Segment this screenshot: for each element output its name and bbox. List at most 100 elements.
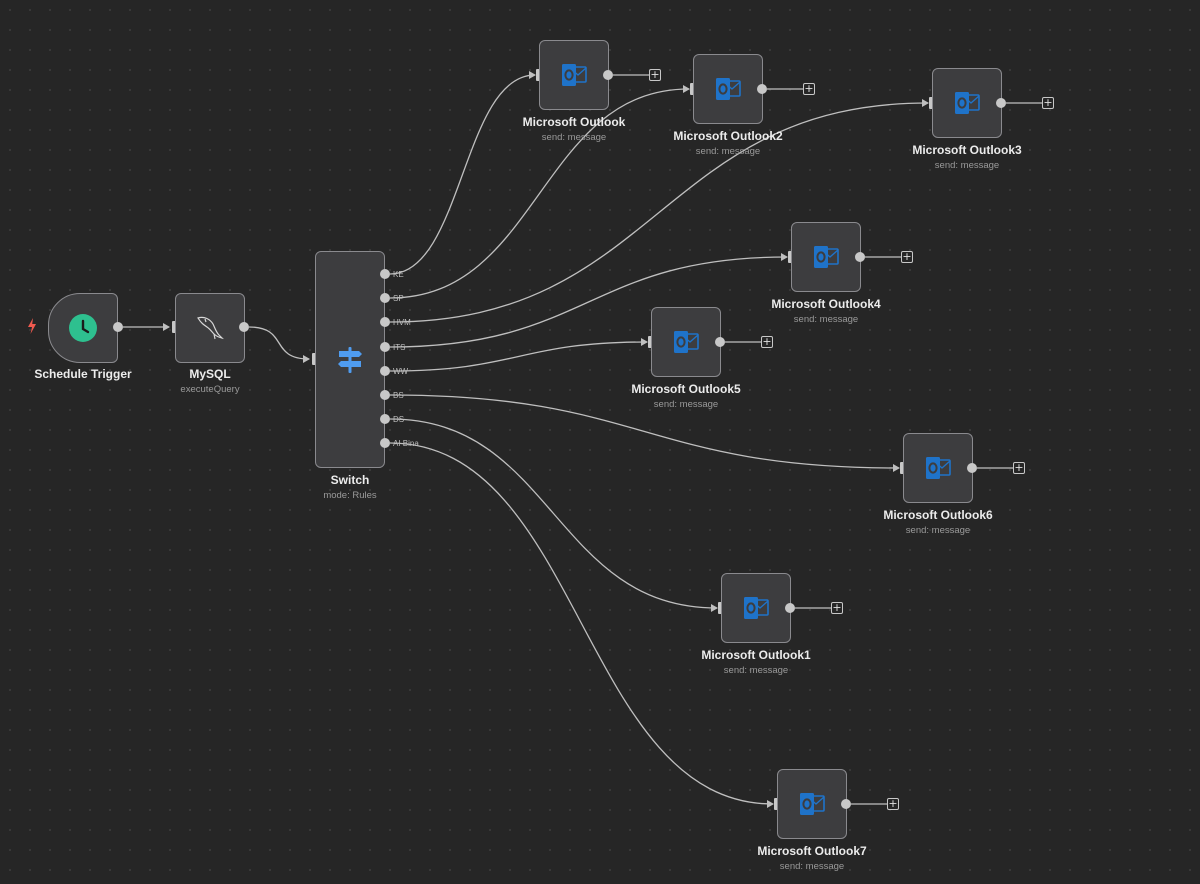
switch-node[interactable] — [315, 251, 385, 468]
edge-switch-to-outlook-8[interactable] — [389, 442, 774, 805]
switch-output-port-ke[interactable] — [380, 269, 390, 279]
outlook-7-label: Microsoft Outlook1 — [701, 648, 811, 662]
outlook-1-add-node-button[interactable]: + — [649, 68, 661, 81]
outlook-4-subtitle: send: message — [793, 314, 859, 325]
switch-output-port-ai-bina[interactable] — [380, 438, 390, 448]
edge-mysql-to-switch[interactable] — [248, 326, 310, 360]
switch-output-port-ds[interactable] — [380, 414, 390, 424]
outlook-icon — [744, 597, 769, 619]
switch-label: Switch — [330, 473, 370, 487]
outlook-5-add-node-button[interactable]: + — [761, 335, 773, 348]
outlook-icon — [926, 457, 951, 479]
edge-arrow-outlook-7 — [711, 604, 718, 612]
outlook-8-output-port[interactable] — [841, 799, 851, 809]
switch-output-port-ww[interactable] — [380, 366, 390, 376]
outlook-2-add-node-button[interactable]: + — [803, 82, 815, 95]
outlook-1-node[interactable] — [539, 40, 609, 110]
outlook-5-input-port[interactable] — [648, 336, 652, 348]
outlook-6-add-node-button[interactable]: + — [1013, 461, 1025, 474]
trigger-bolt-icon — [28, 318, 36, 334]
edge-switch-to-outlook-3[interactable] — [389, 102, 929, 323]
outlook-2-output-port[interactable] — [757, 84, 767, 94]
switch-input-port[interactable] — [312, 353, 316, 365]
outlook-6-input-port[interactable] — [900, 462, 904, 474]
outlook-3-add-node-button[interactable]: + — [1042, 96, 1054, 109]
outlook-5-subtitle: send: message — [653, 399, 719, 410]
outlook-1-subtitle: send: message — [541, 132, 607, 143]
outlook-4-output-port[interactable] — [855, 252, 865, 262]
switch-output-label-ww: WW — [393, 367, 409, 376]
outlook-4-label: Microsoft Outlook4 — [771, 297, 881, 311]
edge-arrow-outlook-5 — [641, 338, 648, 346]
outlook-1-input-port[interactable] — [536, 69, 540, 81]
switch-output-label-its: ITS — [393, 343, 406, 352]
switch-output-label-ai-bina: AI Bina — [393, 439, 419, 448]
edge-switch-to-outlook-7[interactable] — [389, 418, 718, 609]
edge-arrow-outlook-8 — [767, 800, 774, 808]
outlook-8-add-node-button[interactable]: + — [887, 797, 899, 810]
outlook-1-label: Microsoft Outlook — [522, 115, 626, 129]
clock-icon — [69, 314, 97, 342]
outlook-7-output-port[interactable] — [785, 603, 795, 613]
outlook-icon — [674, 331, 699, 353]
outlook-5-label: Microsoft Outlook5 — [631, 382, 741, 396]
outlook-2-node[interactable] — [693, 54, 763, 124]
outlook-4-node[interactable] — [791, 222, 861, 292]
outlook-3-label: Microsoft Outlook3 — [912, 143, 1022, 157]
edge-switch-to-outlook-5[interactable] — [389, 341, 648, 372]
switch-output-label-sp: SP — [393, 294, 404, 303]
switch-output-port-bs[interactable] — [380, 390, 390, 400]
outlook-icon — [814, 246, 839, 268]
outlook-7-input-port[interactable] — [718, 602, 722, 614]
outlook-3-node[interactable] — [932, 68, 1002, 138]
mysql-node[interactable] — [175, 293, 245, 363]
outlook-6-output-port[interactable] — [967, 463, 977, 473]
outlook-5-node[interactable] — [651, 307, 721, 377]
switch-output-port-its[interactable] — [380, 342, 390, 352]
outlook-7-node[interactable] — [721, 573, 791, 643]
edge-arrow-outlook-3 — [922, 99, 929, 107]
outlook-3-input-port[interactable] — [929, 97, 933, 109]
outlook-3-output-port[interactable] — [996, 98, 1006, 108]
edge-arrow-outlook-1 — [529, 71, 536, 79]
schedule-trigger-output-port[interactable] — [113, 322, 123, 332]
switch-output-port-hvm[interactable] — [380, 317, 390, 327]
switch-output-port-sp[interactable] — [380, 293, 390, 303]
mysql-dolphin-icon — [197, 316, 224, 340]
outlook-8-subtitle: send: message — [779, 861, 845, 872]
edge-switch-to-outlook-4[interactable] — [389, 256, 788, 348]
outlook-8-node[interactable] — [777, 769, 847, 839]
outlook-6-subtitle: send: message — [905, 525, 971, 536]
outlook-7-subtitle: send: message — [723, 665, 789, 676]
outlook-icon — [955, 92, 980, 114]
schedule-trigger-node[interactable] — [48, 293, 118, 363]
switch-output-label-hvm: HVM — [393, 318, 411, 327]
switch-subtitle: mode: Rules — [323, 490, 377, 501]
edge-switch-to-outlook-6[interactable] — [389, 394, 900, 469]
switch-output-label-bs: BS — [393, 391, 404, 400]
mysql-label: MySQL — [189, 367, 231, 381]
outlook-7-add-node-button[interactable]: + — [831, 601, 843, 614]
outlook-icon — [716, 78, 741, 100]
edge-arrow-outlook-2 — [683, 85, 690, 93]
outlook-4-input-port[interactable] — [788, 251, 792, 263]
outlook-2-input-port[interactable] — [690, 83, 694, 95]
outlook-8-label: Microsoft Outlook7 — [757, 844, 867, 858]
mysql-output-port[interactable] — [239, 322, 249, 332]
outlook-8-input-port[interactable] — [774, 798, 778, 810]
edge-arrow-outlook-6 — [893, 464, 900, 472]
edge-switch-to-outlook-1[interactable] — [389, 74, 536, 275]
outlook-icon — [562, 64, 587, 86]
outlook-5-output-port[interactable] — [715, 337, 725, 347]
edge-switch-to-outlook-2[interactable] — [389, 88, 690, 299]
outlook-2-label: Microsoft Outlook2 — [673, 129, 783, 143]
switch-output-label-ds: DS — [393, 415, 405, 424]
mysql-input-port[interactable] — [172, 321, 176, 333]
edge-arrow-outlook-4 — [781, 253, 788, 261]
outlook-6-node[interactable] — [903, 433, 973, 503]
outlook-4-add-node-button[interactable]: + — [901, 250, 913, 263]
mysql-subtitle: executeQuery — [180, 384, 240, 395]
outlook-1-output-port[interactable] — [603, 70, 613, 80]
